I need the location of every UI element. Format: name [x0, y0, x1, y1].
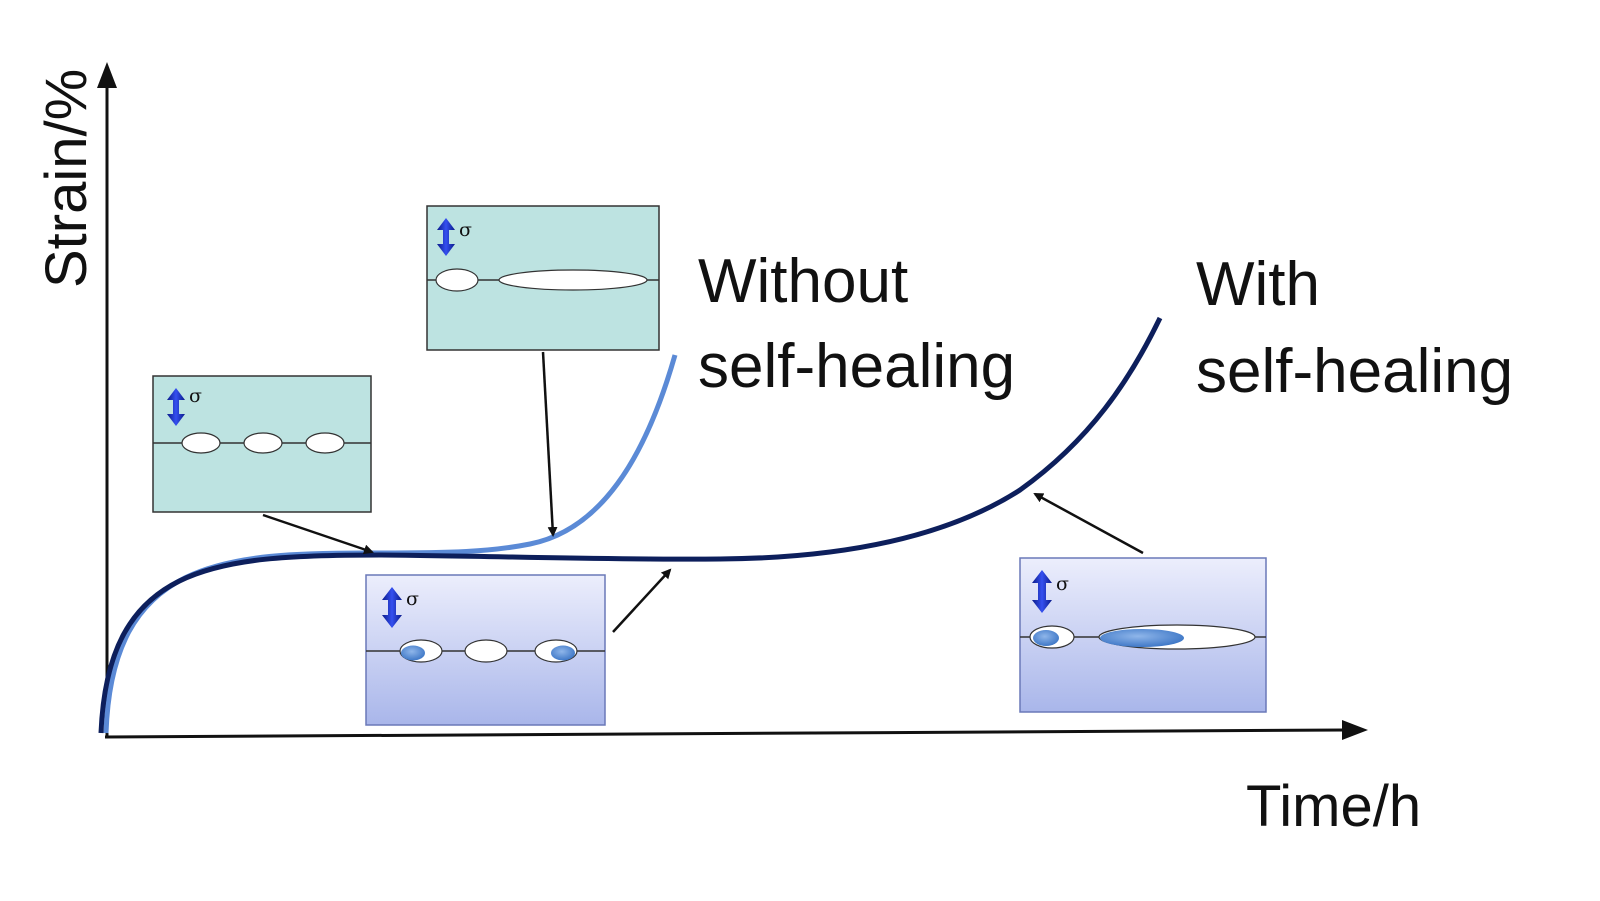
curves — [98, 316, 1163, 734]
stress-arrow-icon — [1032, 570, 1052, 613]
stress-arrow-icon — [437, 218, 455, 256]
inset-healing-voids: σ — [365, 574, 606, 726]
y-axis-arrowhead — [97, 62, 117, 88]
healing-agent — [551, 645, 575, 661]
healing-agent — [1033, 630, 1059, 646]
stress-arrow-icon — [167, 388, 185, 426]
without-label-line1: Without — [698, 247, 908, 316]
void — [305, 432, 345, 454]
inset-three-voids: σ — [152, 375, 372, 513]
x-axis-title: Time/h — [1246, 774, 1421, 839]
pointer-arrows — [262, 351, 1144, 633]
void — [181, 432, 221, 454]
void — [435, 268, 479, 292]
sigma-symbol: σ — [406, 588, 419, 610]
stress-arrow-icon — [382, 587, 402, 628]
arrow-inset4-to-curve — [1033, 492, 1144, 555]
healing-agent — [1100, 629, 1184, 647]
y-axis-title: Strain/% — [34, 69, 99, 288]
void — [464, 639, 508, 663]
arrow-inset1-to-curve — [262, 513, 374, 555]
elongated-crack — [498, 269, 648, 291]
axes: Strain/% Time/h — [34, 62, 1421, 839]
sigma-symbol: σ — [189, 385, 202, 407]
curve-with-self-healing — [98, 316, 1163, 734]
x-axis-line — [104, 728, 1346, 739]
arrow-inset3-to-curve — [612, 568, 672, 633]
arrow-inset2-to-curve — [541, 351, 558, 537]
void — [243, 432, 283, 454]
x-axis-arrowhead — [1342, 720, 1368, 740]
with-label-line2: self-healing — [1196, 337, 1513, 406]
inset-healing-crack: σ — [1019, 557, 1267, 713]
inset-coalesced-crack: σ — [426, 205, 660, 351]
sigma-symbol: σ — [459, 219, 472, 241]
with-label-line1: With — [1196, 250, 1320, 319]
healing-agent — [401, 645, 425, 661]
without-label-line2: self-healing — [698, 332, 1015, 401]
curve-labels: Without self-healing With self-healing — [698, 247, 1513, 406]
sigma-symbol: σ — [1056, 573, 1069, 595]
